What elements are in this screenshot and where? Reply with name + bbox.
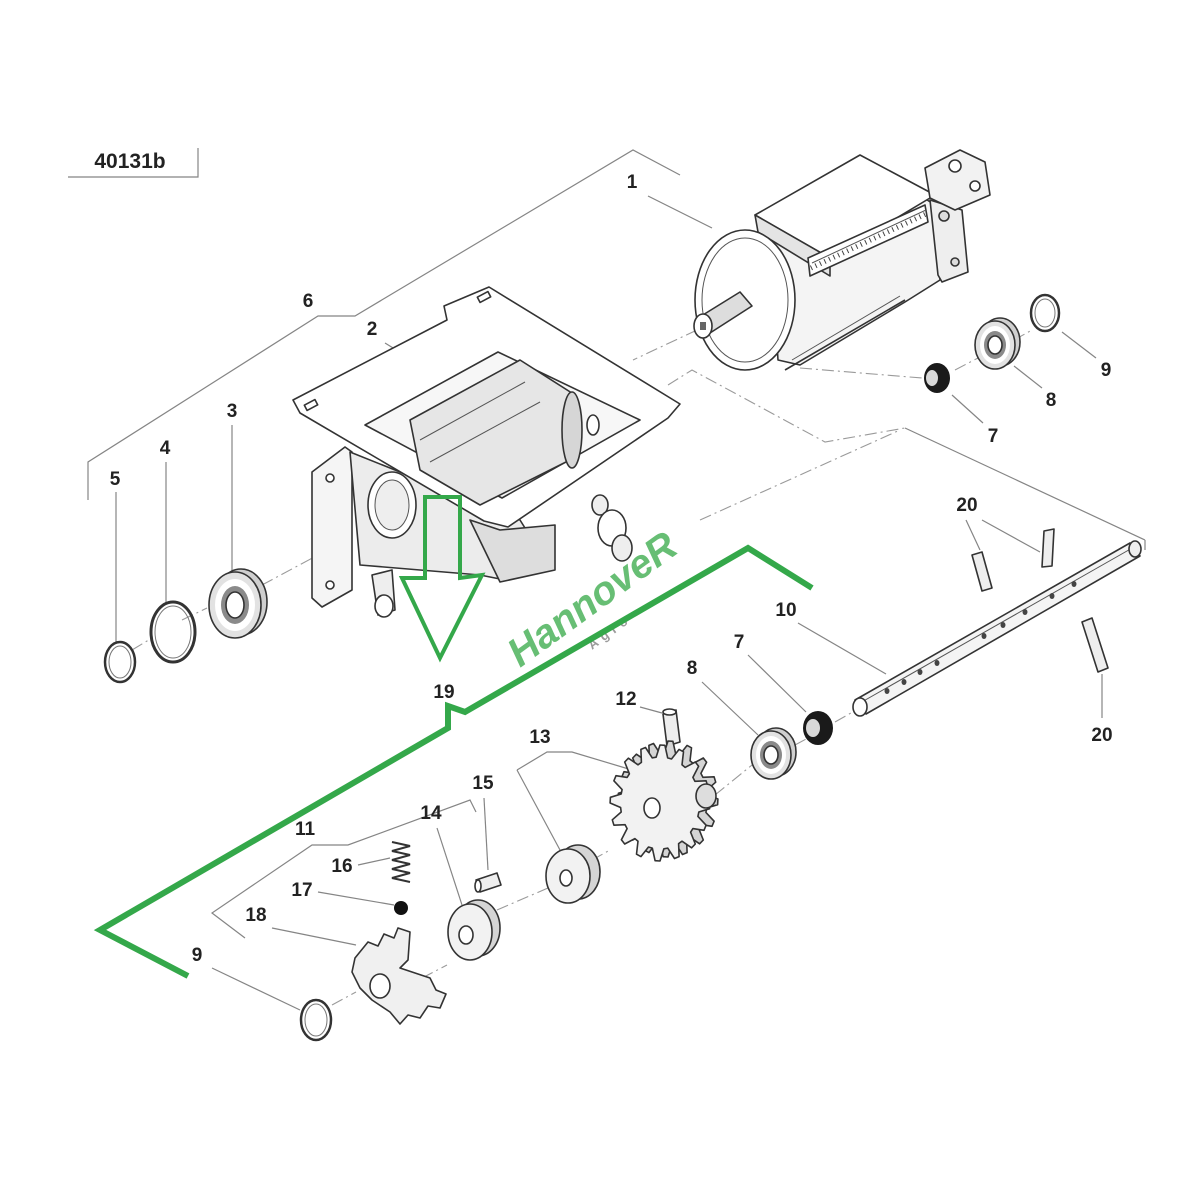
highlight-overlay [93,495,814,979]
part-13-gear [609,740,719,862]
leader-lines [87,149,1103,1011]
part-18-gear-segment [351,927,447,1025]
highlight-arrow-icon [398,495,486,663]
callout-6: 6 [303,291,314,312]
leader-7-mid [747,654,807,713]
callout-13: 13 [529,727,550,748]
callout-20-top: 20 [956,495,977,516]
callout-labels: 1 6 2 3 4 5 9 8 7 20 10 7 8 12 19 20 13 … [110,172,1113,966]
part-housing [292,286,681,618]
part-14-washer [447,899,501,961]
part-9-circlip-bottom [299,998,333,1042]
callout-19: 19 [433,682,454,703]
leader-1 [647,195,713,229]
callout-2: 2 [367,319,378,340]
part-12-pin [662,708,681,747]
part-motor [693,149,991,371]
leader-6-bracket [87,149,681,500]
leader-7-top [951,394,984,424]
leader-15 [483,797,489,871]
leader-11-bracket [210,799,477,939]
part-20-pins [971,528,1109,673]
leader-8-top [1013,365,1043,389]
callout-3: 3 [227,401,238,422]
diagram-id-text: 40131b [94,150,165,173]
callout-1: 1 [627,172,638,193]
part-4-retaining-ring [149,600,197,664]
leader-12 [639,706,663,714]
part-9-circlip-top [1029,293,1061,333]
diagram-reference: 40131b [68,148,199,178]
callout-18: 18 [245,905,266,926]
callout-9-top: 9 [1101,360,1112,381]
callout-7-mid: 7 [734,632,745,653]
leader-20-top-b [981,519,1041,553]
callout-11: 11 [295,819,316,840]
part-8-bearing-top [974,317,1021,370]
shaft-holes [884,581,1077,694]
callout-14: 14 [420,803,442,824]
leader-13-bracket [516,751,633,771]
part-10-shaft [852,540,1142,717]
callout-7-top: 7 [988,426,999,447]
leader-16 [357,857,391,866]
part-3-bearing [208,568,268,639]
part-13-washer [545,844,601,904]
callout-5: 5 [110,469,121,490]
highlight-path [93,544,814,979]
gear-13-teeth [609,744,711,862]
leader-13-washer [516,769,561,851]
callout-12: 12 [615,689,636,710]
callout-9-bottom: 9 [192,945,203,966]
reference-frame-line [68,148,199,178]
leader-9-bottom [211,967,301,1011]
callout-17: 17 [291,880,312,901]
callout-16: 16 [331,856,352,877]
part-7-seal-mid [803,711,833,745]
callout-15: 15 [472,773,494,794]
callout-8-top: 8 [1046,390,1057,411]
leader-17 [317,891,395,906]
callout-20-bottom: 20 [1091,725,1112,746]
leader-8-mid [701,681,759,736]
part-15-pin [474,872,502,893]
leader-14 [436,827,463,906]
part-8-bearing-mid [750,727,797,780]
leader-9-top [1061,331,1097,359]
leader-20-top-a [965,519,981,551]
callout-8-mid: 8 [687,658,698,679]
part-17-ball [394,901,408,915]
callout-4: 4 [160,438,171,459]
callout-10: 10 [775,600,796,621]
part-7-seal-top [924,363,950,393]
leader-18 [271,927,357,946]
part-16-spring [391,841,411,883]
leader-10 [797,622,887,675]
part-5-circlip [103,640,137,684]
